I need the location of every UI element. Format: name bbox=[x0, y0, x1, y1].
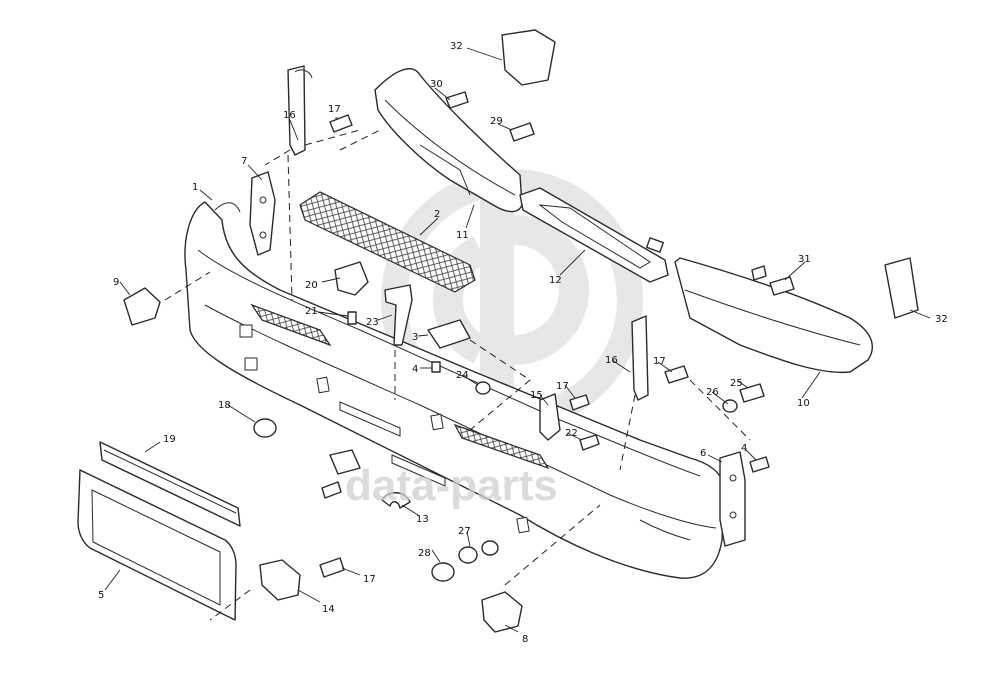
leader-lines bbox=[104, 47, 931, 633]
callout-10: 10 bbox=[797, 398, 810, 409]
bracket-part-32-top bbox=[501, 29, 556, 86]
callout-31: 31 bbox=[798, 254, 811, 265]
callout-17-d: 17 bbox=[363, 574, 376, 585]
callout-32-top: 32 bbox=[450, 41, 463, 52]
mesh-panel-part-2 bbox=[299, 191, 476, 293]
callout-14: 14 bbox=[322, 604, 335, 615]
cap-part-9 bbox=[123, 287, 161, 326]
callout-9: 9 bbox=[113, 277, 119, 288]
callout-8: 8 bbox=[522, 634, 528, 645]
bracket-part-16-right bbox=[631, 315, 649, 401]
callout-13: 13 bbox=[416, 514, 429, 525]
bracket-part-16-left bbox=[287, 65, 313, 156]
callout-21: 21 bbox=[305, 306, 318, 317]
callout-22: 22 bbox=[565, 428, 578, 439]
clip-part-13 bbox=[381, 492, 411, 509]
callout-19: 19 bbox=[163, 434, 176, 445]
nut-part-27 bbox=[458, 540, 499, 564]
callout-32-right: 32 bbox=[935, 314, 948, 325]
callout-16-right: 16 bbox=[605, 355, 618, 366]
main-bumper-part-1 bbox=[184, 201, 725, 579]
bumper-mesh-left bbox=[250, 303, 332, 347]
assembly-lines bbox=[164, 129, 751, 621]
callout-7: 7 bbox=[241, 156, 247, 167]
callout-30: 30 bbox=[430, 79, 443, 90]
callout-1: 1 bbox=[192, 182, 198, 193]
hook-part-23 bbox=[384, 284, 413, 346]
callout-20: 20 bbox=[305, 280, 318, 291]
bracket-part-15 bbox=[539, 393, 561, 441]
callout-27: 27 bbox=[458, 526, 471, 537]
callout-29: 29 bbox=[490, 116, 503, 127]
strip-part-12 bbox=[519, 187, 669, 283]
callout-24: 24 bbox=[456, 370, 469, 381]
bracket-part-misc bbox=[329, 449, 361, 475]
callout-17-c: 17 bbox=[556, 381, 569, 392]
bracket-part-14 bbox=[259, 559, 301, 601]
callout-23: 23 bbox=[366, 317, 379, 328]
callout-5: 5 bbox=[98, 590, 104, 601]
callout-4-left: 4 bbox=[412, 364, 418, 375]
callout-28: 28 bbox=[418, 548, 431, 559]
callout-labels: 1 2 3 4 4 5 6 7 8 9 10 11 12 13 14 15 16… bbox=[98, 41, 948, 645]
callout-15: 15 bbox=[530, 390, 543, 401]
bushing-part-18 bbox=[253, 418, 277, 438]
callout-11: 11 bbox=[456, 230, 469, 241]
cap-part-8 bbox=[481, 591, 523, 633]
callout-12: 12 bbox=[549, 275, 562, 286]
callout-25: 25 bbox=[730, 378, 743, 389]
watermark-text: data-parts bbox=[345, 461, 558, 510]
callout-4-right: 4 bbox=[741, 443, 747, 454]
callout-2: 2 bbox=[434, 209, 440, 220]
bracket-part-3 bbox=[427, 319, 471, 349]
callout-17-a: 17 bbox=[328, 104, 341, 115]
washer-part-24 bbox=[475, 381, 491, 395]
callout-3: 3 bbox=[412, 332, 418, 343]
right-end-cap-part-10 bbox=[646, 237, 873, 374]
callout-17-b: 17 bbox=[653, 356, 666, 367]
bracket-part-32-right bbox=[884, 257, 919, 319]
bolts bbox=[319, 91, 795, 578]
bracket-part-20 bbox=[334, 261, 369, 296]
bracket-part-7 bbox=[249, 171, 276, 256]
callout-16-left: 16 bbox=[283, 110, 296, 121]
license-plate-part-5 bbox=[77, 469, 237, 621]
bumper-mesh-right bbox=[453, 423, 550, 470]
callout-6: 6 bbox=[700, 448, 706, 459]
nut-part-28 bbox=[431, 562, 455, 582]
bracket-part-6 bbox=[719, 451, 746, 547]
callout-26: 26 bbox=[706, 387, 719, 398]
callout-18: 18 bbox=[218, 400, 231, 411]
plate-strip-part-19 bbox=[99, 441, 241, 527]
